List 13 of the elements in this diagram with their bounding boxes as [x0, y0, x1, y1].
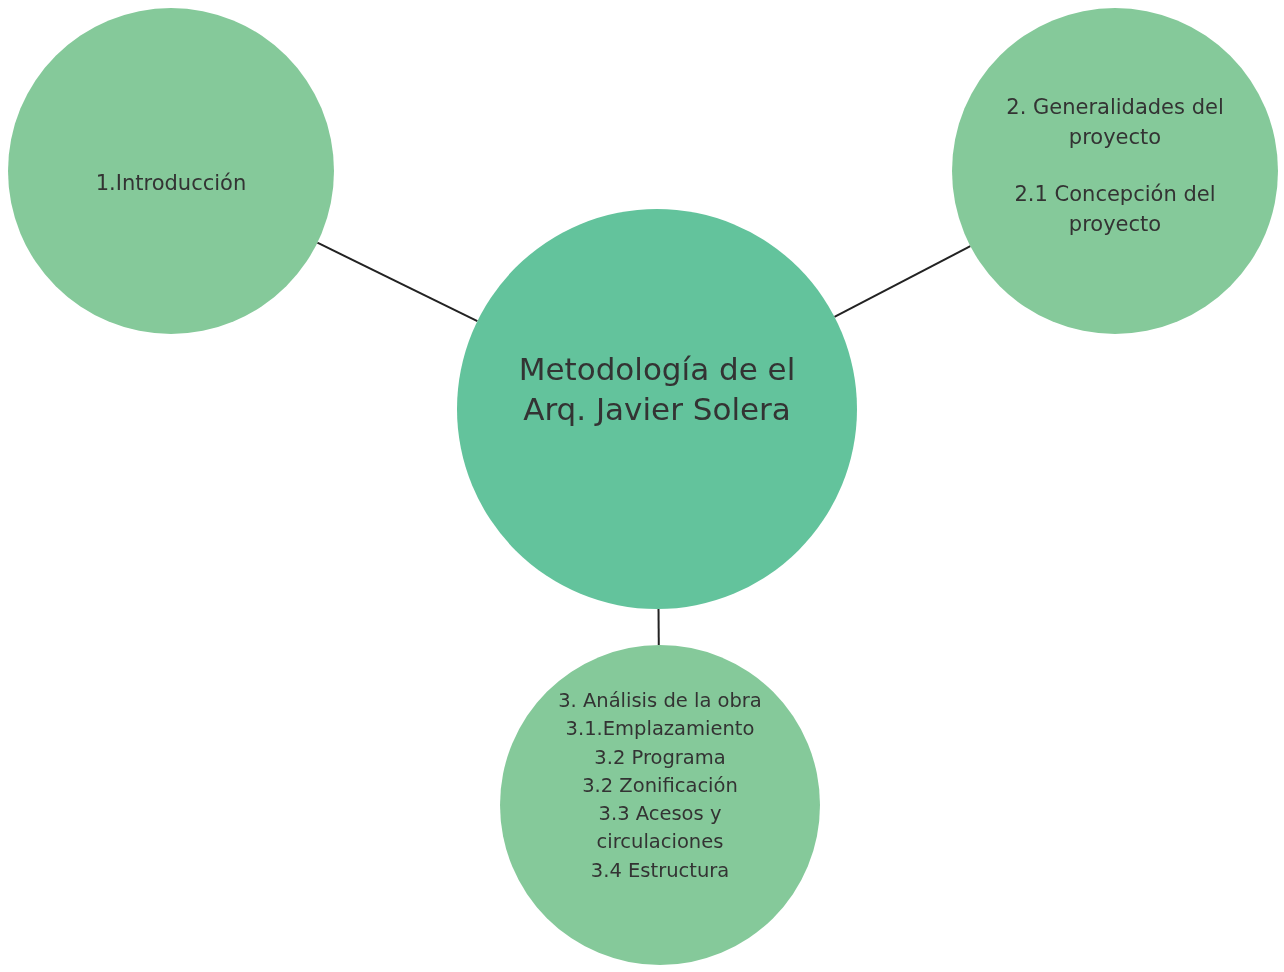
topic-text: Metodología de el Arq. Javier Solera: [517, 349, 797, 429]
topic-text: 3.3 Acesos y circulaciones: [595, 801, 725, 856]
connector-line: [833, 245, 972, 318]
topic-text: 3.2 Zonificación: [581, 772, 739, 799]
topic-text: 3.1.Emplazamiento: [564, 716, 756, 743]
topic-text: 3.2 Programa: [593, 744, 727, 771]
topic-text: 1.Introducción: [94, 170, 248, 197]
connector-line: [316, 241, 479, 323]
topic-text: 3.4 Estructura: [589, 857, 731, 884]
topic-text: 2. Generalidades del proyecto: [1005, 94, 1225, 152]
topic-text: 3. Análisis de la obra: [557, 688, 763, 714]
topic-text: 2.1 Concepción del proyecto: [1013, 180, 1217, 239]
connector-line: [657, 608, 660, 646]
